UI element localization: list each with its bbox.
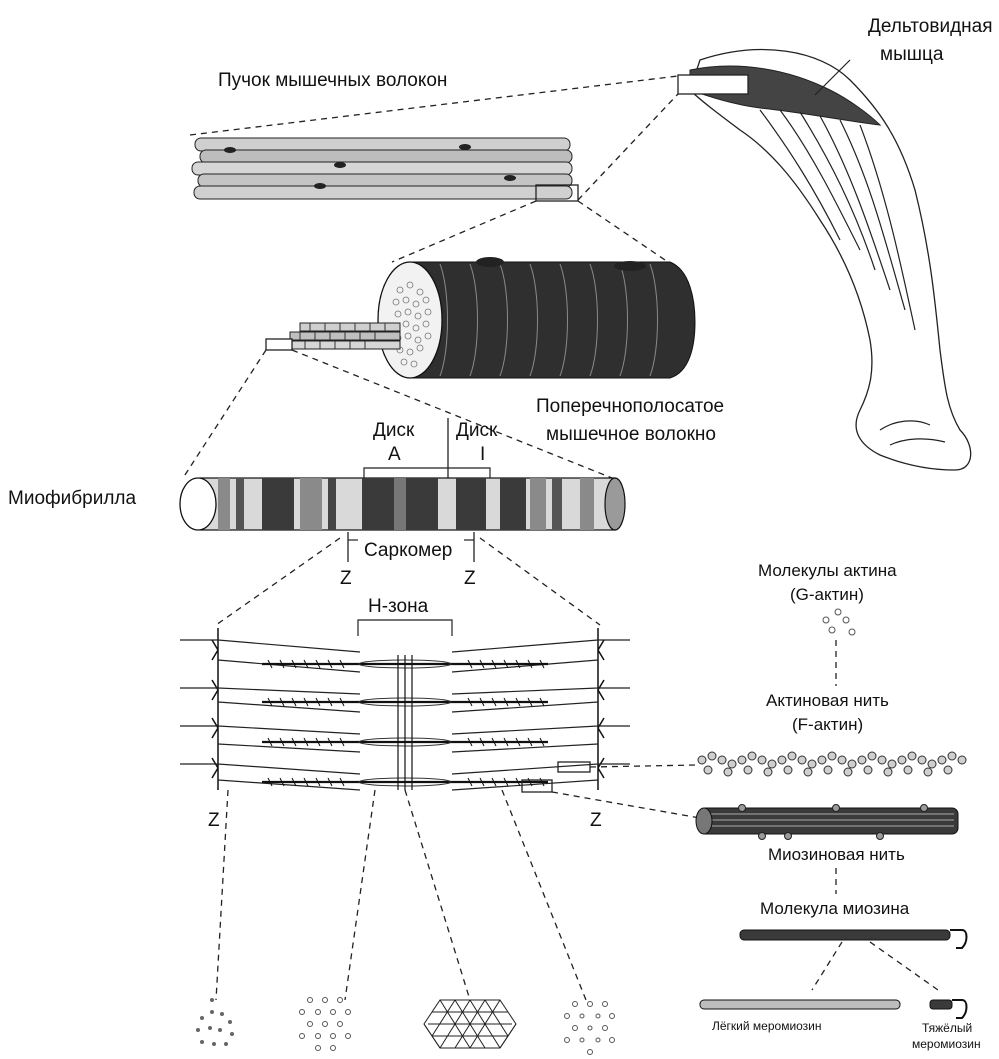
- bundle-label: Пучок мышечных волокон: [218, 70, 447, 91]
- cross-section-3: [424, 1000, 516, 1048]
- disk-a-letter: A: [388, 444, 401, 465]
- myosin-thick-filament: [696, 805, 958, 840]
- heavy-meromyosin-label-line2: меромиозин: [912, 1037, 981, 1051]
- fiber-label-line1: Поперечнополосатое: [536, 396, 724, 417]
- heavy-meromyosin-label-line1: Тяжёлый: [922, 1021, 972, 1035]
- muscle-fiber: [266, 257, 695, 378]
- actin-filament-label-line1: Актиновая нить: [766, 691, 889, 710]
- g-actin-molecules: [823, 609, 855, 635]
- cross-section-4: [565, 1002, 615, 1055]
- myosin-filament-label: Миозиновая нить: [768, 845, 905, 864]
- z-left-top: Z: [340, 568, 352, 589]
- f-actin-filament: [698, 752, 966, 776]
- actin-filament-label-line2: (F-актин): [792, 715, 863, 734]
- myosin-molecule: [740, 930, 967, 948]
- muscle-bundle: [192, 138, 578, 201]
- disk-i-letter: I: [480, 444, 485, 465]
- z-left-bottom: Z: [208, 810, 220, 831]
- disk-i-word: Диск: [456, 420, 498, 441]
- z-right-bottom: Z: [590, 810, 602, 831]
- myosin-molecule-label: Молекула миозина: [760, 899, 910, 918]
- cross-section-1: [196, 998, 234, 1046]
- sarcomere-label: Саркомер: [364, 540, 452, 561]
- z-right-top: Z: [464, 568, 476, 589]
- myofibril: [180, 478, 625, 530]
- disk-a-word: Диск: [373, 420, 415, 441]
- light-meromyosin-label: Лёгкий меромиозин: [712, 1019, 822, 1033]
- deltoid-callout-box: [678, 75, 748, 94]
- h-zone-label: Н-зона: [368, 596, 429, 617]
- myofibril-label: Миофибрилла: [8, 488, 136, 509]
- light-meromyosin: [700, 1000, 900, 1009]
- deltoid-label-line1: Дельтовидная: [868, 16, 993, 37]
- actin-molecules-label-line1: Молекулы актина: [758, 561, 897, 580]
- fiber-callout-box: [266, 339, 292, 350]
- deltoid-label-line2: мышца: [880, 44, 944, 65]
- fiber-label-line2: мышечное волокно: [546, 424, 716, 445]
- cross-section-2: [300, 998, 351, 1051]
- heavy-meromyosin: [930, 1000, 967, 1018]
- sarcomere-detail: [180, 628, 630, 792]
- actin-molecules-label-line2: (G-актин): [790, 585, 864, 604]
